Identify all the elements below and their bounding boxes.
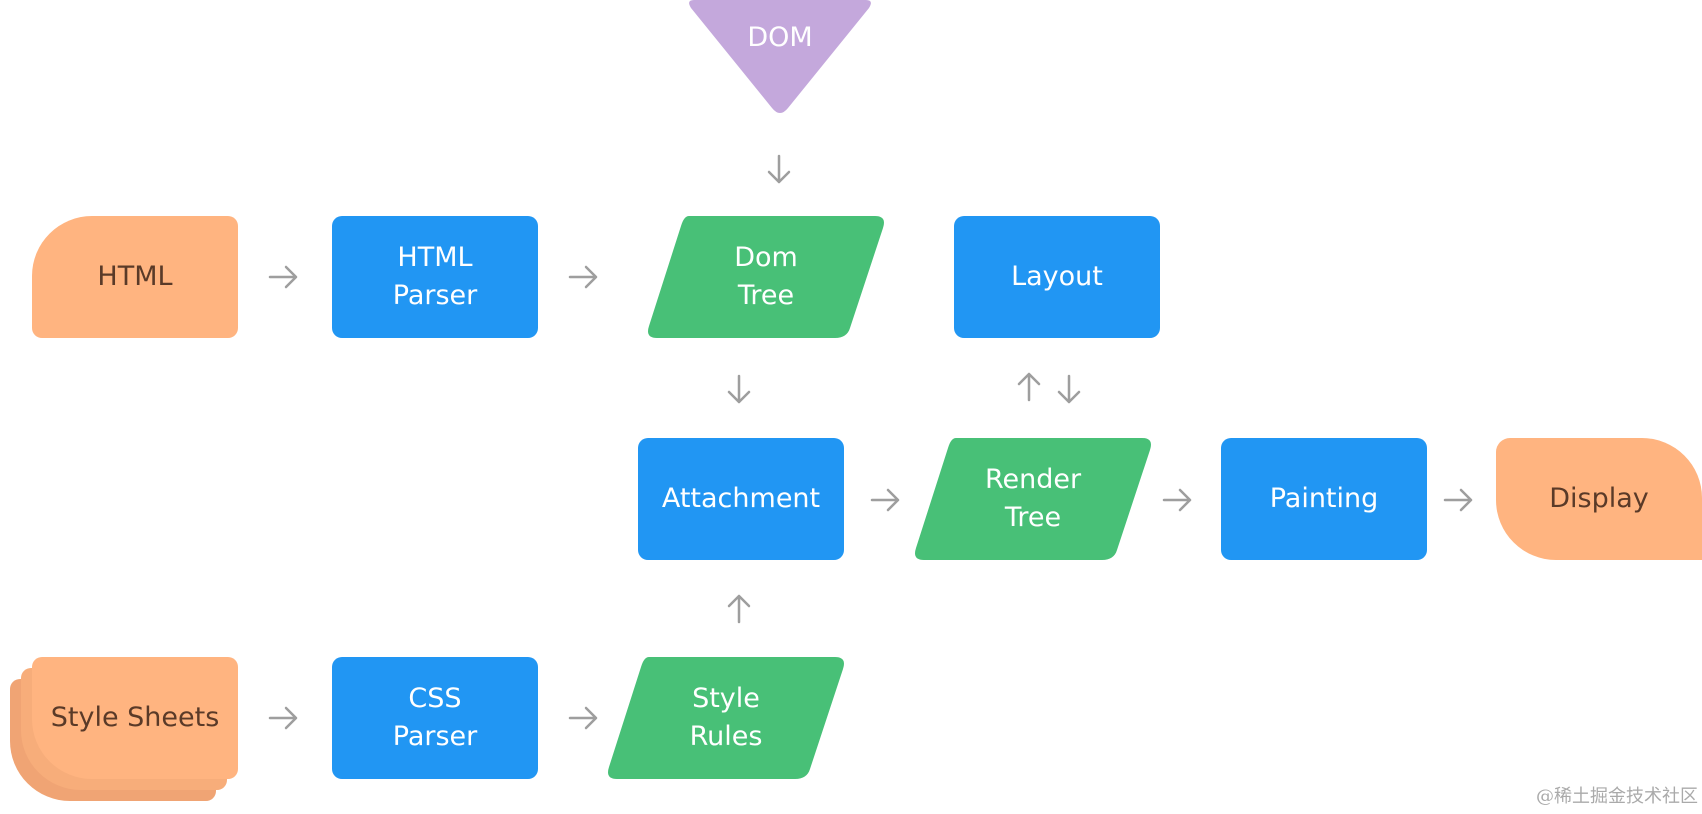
arrow-dom-to-domtree-icon (767, 154, 791, 184)
style-rules-shape (608, 657, 844, 779)
css-parser-label: CSS Parser (392, 683, 478, 752)
style-sheets-node: Style Sheets (10, 657, 240, 803)
arrow-rendertree-to-painting-icon (1162, 488, 1192, 512)
render-tree-label: Render Tree (984, 464, 1082, 533)
arrow-domtree-to-attachment-icon (727, 374, 751, 404)
display-shape (1496, 438, 1702, 560)
layout-label: Layout (1011, 261, 1103, 292)
arrow-layout-to-rendertree-icon (1057, 374, 1081, 404)
style-sheets-label: Style Sheets (50, 702, 220, 733)
render-tree-shape (915, 438, 1151, 560)
attachment-node: Attachment (638, 438, 844, 560)
arrow-html-to-parser-icon (268, 265, 298, 289)
painting-node: Painting (1221, 438, 1427, 560)
dom-tree-shape (648, 216, 884, 338)
attachment-label: Attachment (661, 483, 821, 514)
display-node: Display (1496, 438, 1702, 560)
style-rules-label: Style Rules (689, 683, 763, 752)
dom-tree-label: Dom Tree (734, 242, 798, 311)
dom-triangle-shape (689, 0, 871, 113)
arrow-cssparser-to-stylerules-icon (568, 706, 598, 730)
watermark: @稀土掘金技术社区 (1536, 786, 1698, 807)
html-parser-label: HTML Parser (392, 242, 478, 311)
style-sheets-front-shape (32, 657, 238, 779)
css-parser-node: CSS Parser (332, 657, 538, 779)
display-label: Display (1549, 483, 1649, 514)
html-node: HTML (32, 216, 238, 338)
html-label: HTML (97, 261, 173, 292)
html-shape (32, 216, 238, 338)
render-tree-node: Render Tree (914, 438, 1152, 560)
layout-node: Layout (954, 216, 1160, 338)
dom-tree-node: Dom Tree (647, 216, 885, 338)
arrow-parser-to-domtree-icon (568, 265, 598, 289)
html-parser-node: HTML Parser (332, 216, 538, 338)
arrow-stylerules-to-attachment-icon (727, 594, 751, 624)
dom-node: DOM (684, 0, 876, 115)
arrow-painting-to-display-icon (1443, 488, 1473, 512)
arrow-rendertree-to-layout-icon (1017, 372, 1041, 402)
style-rules-node: Style Rules (607, 657, 845, 779)
arrow-attachment-to-rendertree-icon (870, 488, 900, 512)
dom-label: DOM (747, 21, 813, 53)
arrow-stylesheets-to-cssparser-icon (268, 706, 298, 730)
painting-label: Painting (1269, 483, 1379, 514)
